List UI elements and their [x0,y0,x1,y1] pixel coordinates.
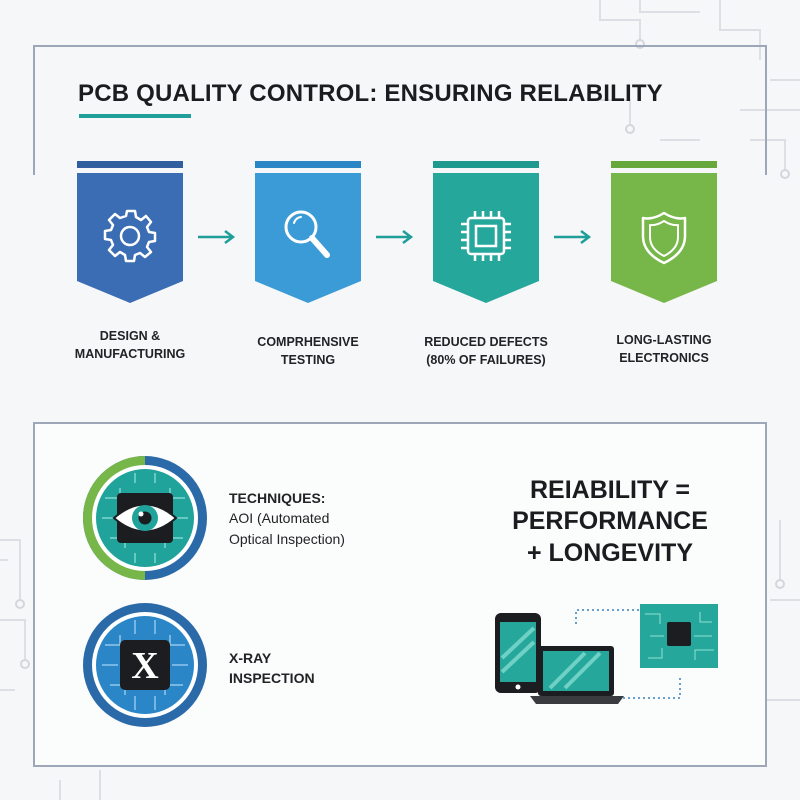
arrow-right-icon [554,230,592,244]
laptop-icon [530,646,624,704]
header-panel [33,45,767,175]
step-banner-testing [255,161,361,303]
page-title: PCB QUALITY CONTROL: ENSURING RELABILITY [78,80,663,107]
eye-icon [112,503,178,533]
magnifier-icon [284,210,330,258]
xray-badge: X [83,603,207,727]
step-label-defects: REDUCED DEFECTS(80% OF FAILURES) [424,335,548,368]
pcb-board-icon [640,604,718,668]
gear-icon [103,209,157,263]
title-underline [79,114,191,118]
shield-icon [641,211,687,265]
step-label-design: DESIGN &MANUFACTURING [74,329,186,362]
step-banner-defects [433,161,539,303]
reliability-equation: REIABILITY = PERFORMANCE + LONGEVITY [512,476,708,567]
techniques-xray-text: X-RAY INSPECTION [229,650,315,687]
arrow-right-icon [376,230,414,244]
phone-icon [495,613,541,693]
xray-icon: X [131,645,158,687]
devices-illustration [495,604,718,704]
step-banner-longlasting [611,161,717,303]
techniques-aoi-text: TECHNIQUES: AOI (Automated Optical Inspe… [229,490,345,547]
chip-icon [461,211,511,261]
arrow-right-icon [198,230,236,244]
aoi-eye-badge [83,456,207,580]
step-banner-design [77,161,183,303]
